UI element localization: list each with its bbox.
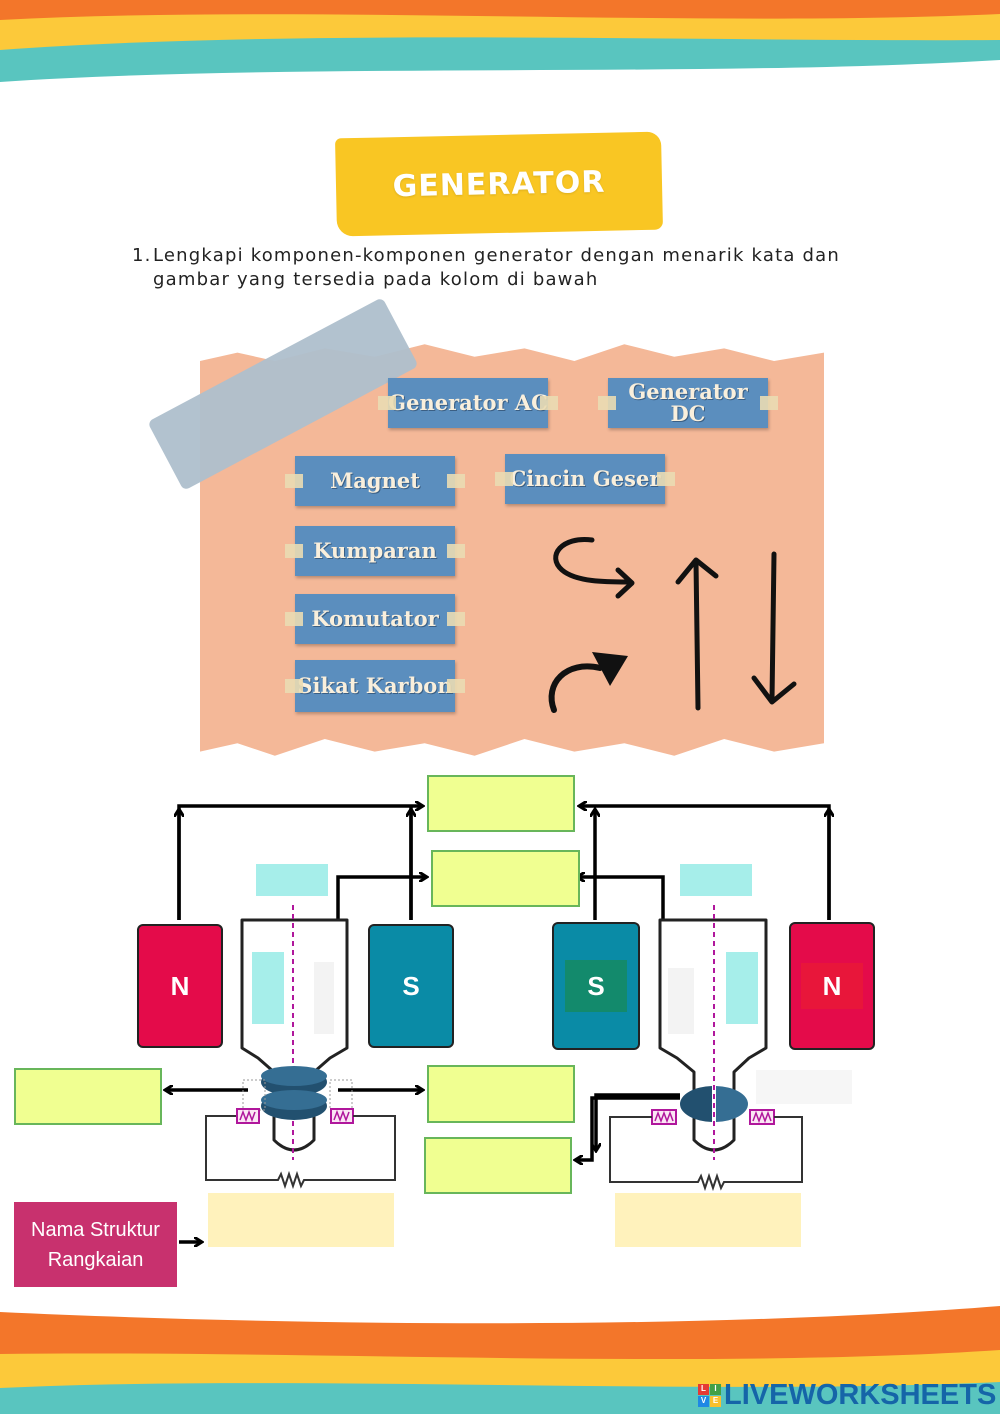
drop-zone-rotation-right[interactable] [680, 864, 752, 896]
chip-generator-ac[interactable]: Generator AC [378, 378, 558, 428]
curved-arrow-right-icon[interactable] [540, 530, 644, 606]
brand-logo-icon: L I V E [698, 1383, 721, 1407]
right-magnet-north-label: N [801, 963, 863, 1009]
left-magnet-south-label: S [402, 970, 420, 1001]
top-wave-decoration [0, 0, 1000, 82]
drop-zone-brush-right[interactable] [424, 1137, 572, 1194]
logo-letter: V [698, 1395, 709, 1407]
chip-cincin-geser[interactable]: Cincin Geser [495, 454, 675, 504]
instruction-text: Lengkapi komponen-komponen generator den… [153, 245, 840, 290]
drop-zone-magnet[interactable] [431, 850, 580, 907]
logo-letter: E [710, 1395, 721, 1407]
instruction-number: 1. [132, 245, 152, 266]
chip-sikat-karbon[interactable]: Sikat Karbon [285, 660, 465, 712]
left-magnet-south: S [368, 924, 454, 1048]
arrow-down-icon[interactable] [748, 550, 800, 710]
brand-name: LIVEWORKSHEETS [724, 1378, 997, 1411]
left-magnet-north: N [137, 924, 223, 1048]
left-generator-diagram [205, 905, 396, 1190]
right-magnet-south-label: S [565, 960, 627, 1012]
drop-zone-structure-left[interactable] [208, 1193, 394, 1247]
structure-name-text: Nama Struktur Rangkaian [31, 1218, 160, 1271]
rotate-arrow-icon[interactable] [540, 644, 634, 716]
right-generator-diagram [609, 905, 852, 1192]
arrow-up-icon[interactable] [672, 552, 724, 712]
logo-letter: L [698, 1383, 709, 1395]
drop-zone-structure-right[interactable] [615, 1193, 801, 1247]
drop-zone-brush-left[interactable] [427, 1065, 575, 1123]
chip-komutator[interactable]: Komutator [285, 594, 465, 644]
chip-magnet[interactable]: Magnet [285, 456, 465, 506]
right-magnet-south: S [552, 922, 640, 1050]
title-banner: GENERATOR [335, 131, 663, 237]
left-magnet-north-label: N [170, 970, 190, 1001]
left-diagram-connectors [166, 806, 426, 1242]
structure-name-label: Nama Struktur Rangkaian [14, 1202, 177, 1287]
chip-generator-dc[interactable]: Generator DC [598, 378, 778, 428]
right-diagram-connectors [576, 806, 829, 1160]
liveworksheets-brand: L I V E LIVEWORKSHEETS [698, 1378, 996, 1412]
bottom-wave-decoration [0, 1306, 1000, 1414]
instruction: 1. Lengkapi komponen-komponen generator … [132, 244, 872, 292]
drop-zone-type-left[interactable] [427, 775, 575, 832]
drop-zone-rotation-left[interactable] [256, 864, 328, 896]
drop-zone-slip-ring[interactable] [14, 1068, 162, 1125]
logo-letter: I [710, 1383, 721, 1395]
right-magnet-north: N [789, 922, 875, 1050]
chip-kumparan[interactable]: Kumparan [285, 526, 465, 576]
page-title: GENERATOR [392, 164, 606, 204]
